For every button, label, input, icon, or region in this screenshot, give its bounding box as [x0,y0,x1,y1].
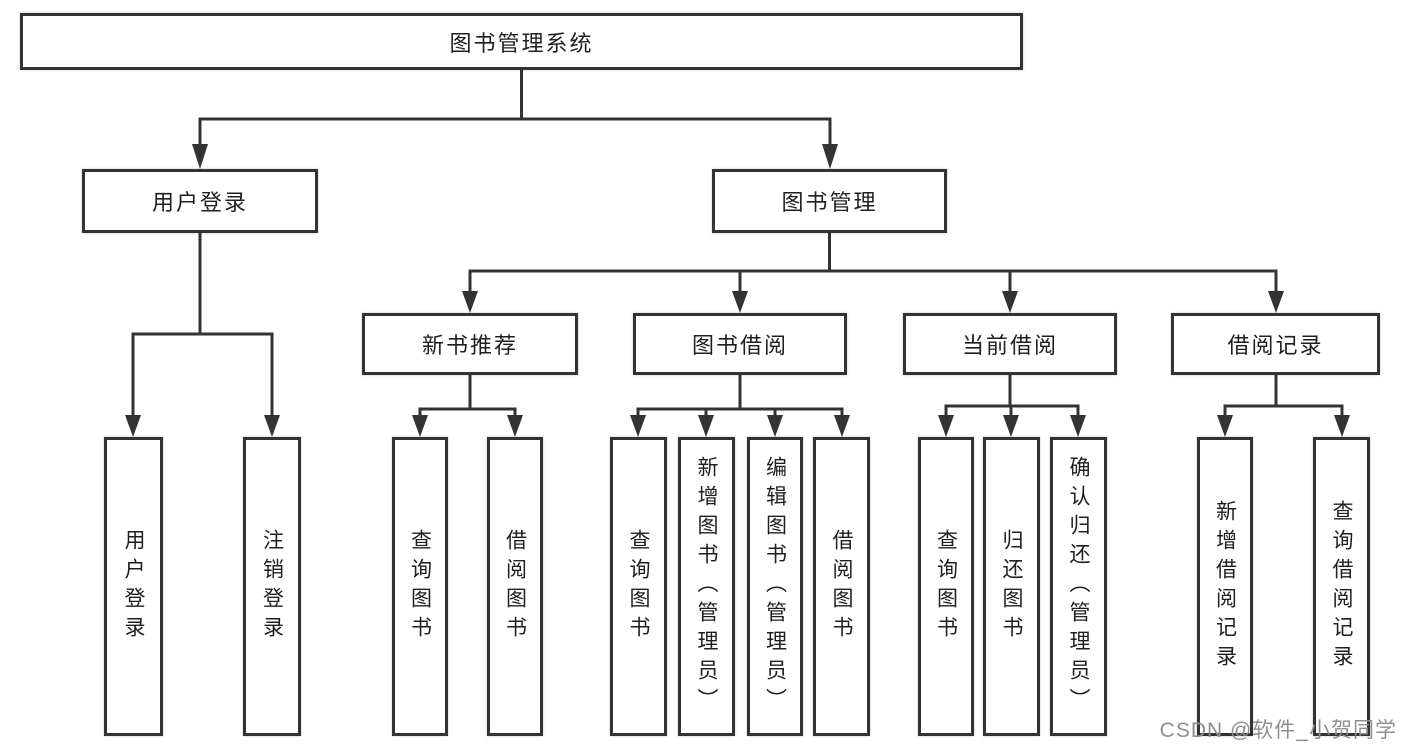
node-user-login: 用户登录 [82,169,318,233]
node-current-borrowing: 当前借阅 [903,313,1117,375]
arrowheads [125,144,1350,437]
leaf-query-books-recommend: 查询图书 [392,437,448,736]
leaf-edit-book-admin: 编辑图书（管理员） [747,437,803,736]
leaf-add-borrow-record: 新增借阅记录 [1197,437,1253,736]
leaf-query-books-borrowing: 查询图书 [610,437,667,736]
node-book-management: 图书管理 [712,169,947,233]
node-library-system: 图书管理系统 [20,13,1023,70]
leaf-query-borrow-record: 查询借阅记录 [1313,437,1370,736]
leaf-add-book-admin: 新增图书（管理员） [678,437,735,736]
leaf-borrow-books-recommend: 借阅图书 [487,437,543,736]
node-borrowing-records: 借阅记录 [1171,313,1380,375]
leaf-user-login: 用户登录 [104,437,163,736]
node-new-book-recommend: 新书推荐 [362,313,578,375]
leaf-confirm-return-admin: 确认归还（管理员） [1050,437,1107,736]
leaf-logout: 注销登录 [243,437,301,736]
csdn-watermark: CSDN @软件_小贺同学 [1159,719,1397,742]
leaf-return-book: 归还图书 [983,437,1040,736]
leaf-query-books-current: 查询图书 [918,437,974,736]
leaf-borrow-books-borrowing: 借阅图书 [813,437,870,736]
node-book-borrowing: 图书借阅 [633,313,847,375]
